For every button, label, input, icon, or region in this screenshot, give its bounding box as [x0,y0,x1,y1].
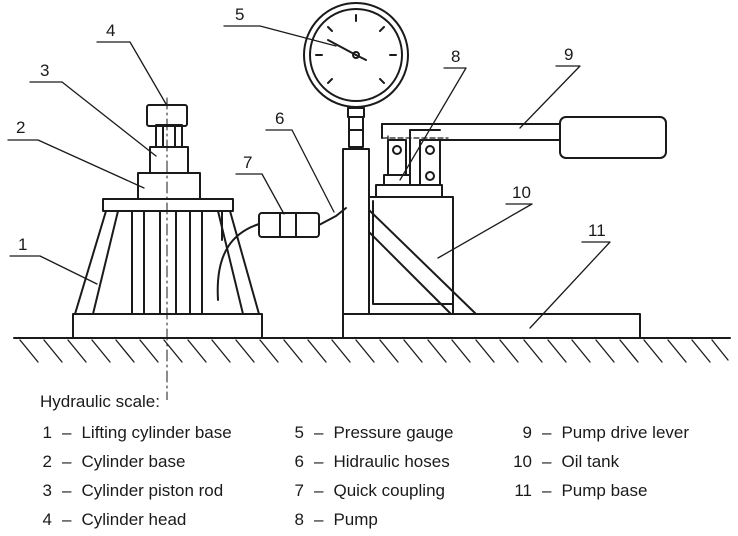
legend-item: 11–Pump base [514,481,648,500]
label-8: 8 [451,47,460,66]
ground [13,337,731,363]
oil-tank [368,196,454,315]
label-5: 5 [235,5,244,24]
label-4: 4 [106,21,115,40]
label-7: 7 [243,153,252,172]
legend-item: 4–Cylinder head [42,510,187,529]
legend-item: 9–Pump drive lever [522,423,690,442]
legend-item: 8–Pump [294,510,378,529]
hydraulic-hose-left [216,223,260,301]
label-9: 9 [564,45,573,64]
legend-item: 10–Oil tank [513,452,620,471]
legend-column-2: 5–Pressure gauge 6–Hidraulic hoses 7–Qui… [290,418,454,534]
pressure-gauge [303,2,409,148]
label-3: 3 [40,61,49,80]
label-11: 11 [588,221,606,240]
label-1: 1 [18,235,27,254]
legend-item: 6–Hidraulic hoses [294,452,450,471]
pump-base [342,148,641,339]
hydraulic-scale-drawing: 1 2 3 4 5 6 7 8 9 10 11 [7,2,731,400]
label-2: 2 [16,118,25,137]
label-10: 10 [512,183,531,202]
legend-item: 1–Lifting cylinder base [42,423,232,442]
cylinder-piston-rod [149,124,189,174]
legend-item: 7–Quick coupling [294,481,445,500]
cylinder-base [137,172,201,200]
label-6: 6 [275,109,284,128]
legend-item: 3–Cylinder piston rod [42,481,224,500]
legend-column-3: 9–Pump drive lever 10–Oil tank 11–Pump b… [508,418,689,505]
quick-coupling [258,207,347,238]
legend-item: 5–Pressure gauge [294,423,454,442]
pump [375,129,449,198]
legend-title: Hydraulic scale: [40,392,160,411]
leader-lines [7,25,611,329]
legend-column-1: 1–Lifting cylinder base 2–Cylinder base … [38,418,232,534]
legend-item: 2–Cylinder base [42,452,186,471]
pump-drive-lever [381,116,667,159]
